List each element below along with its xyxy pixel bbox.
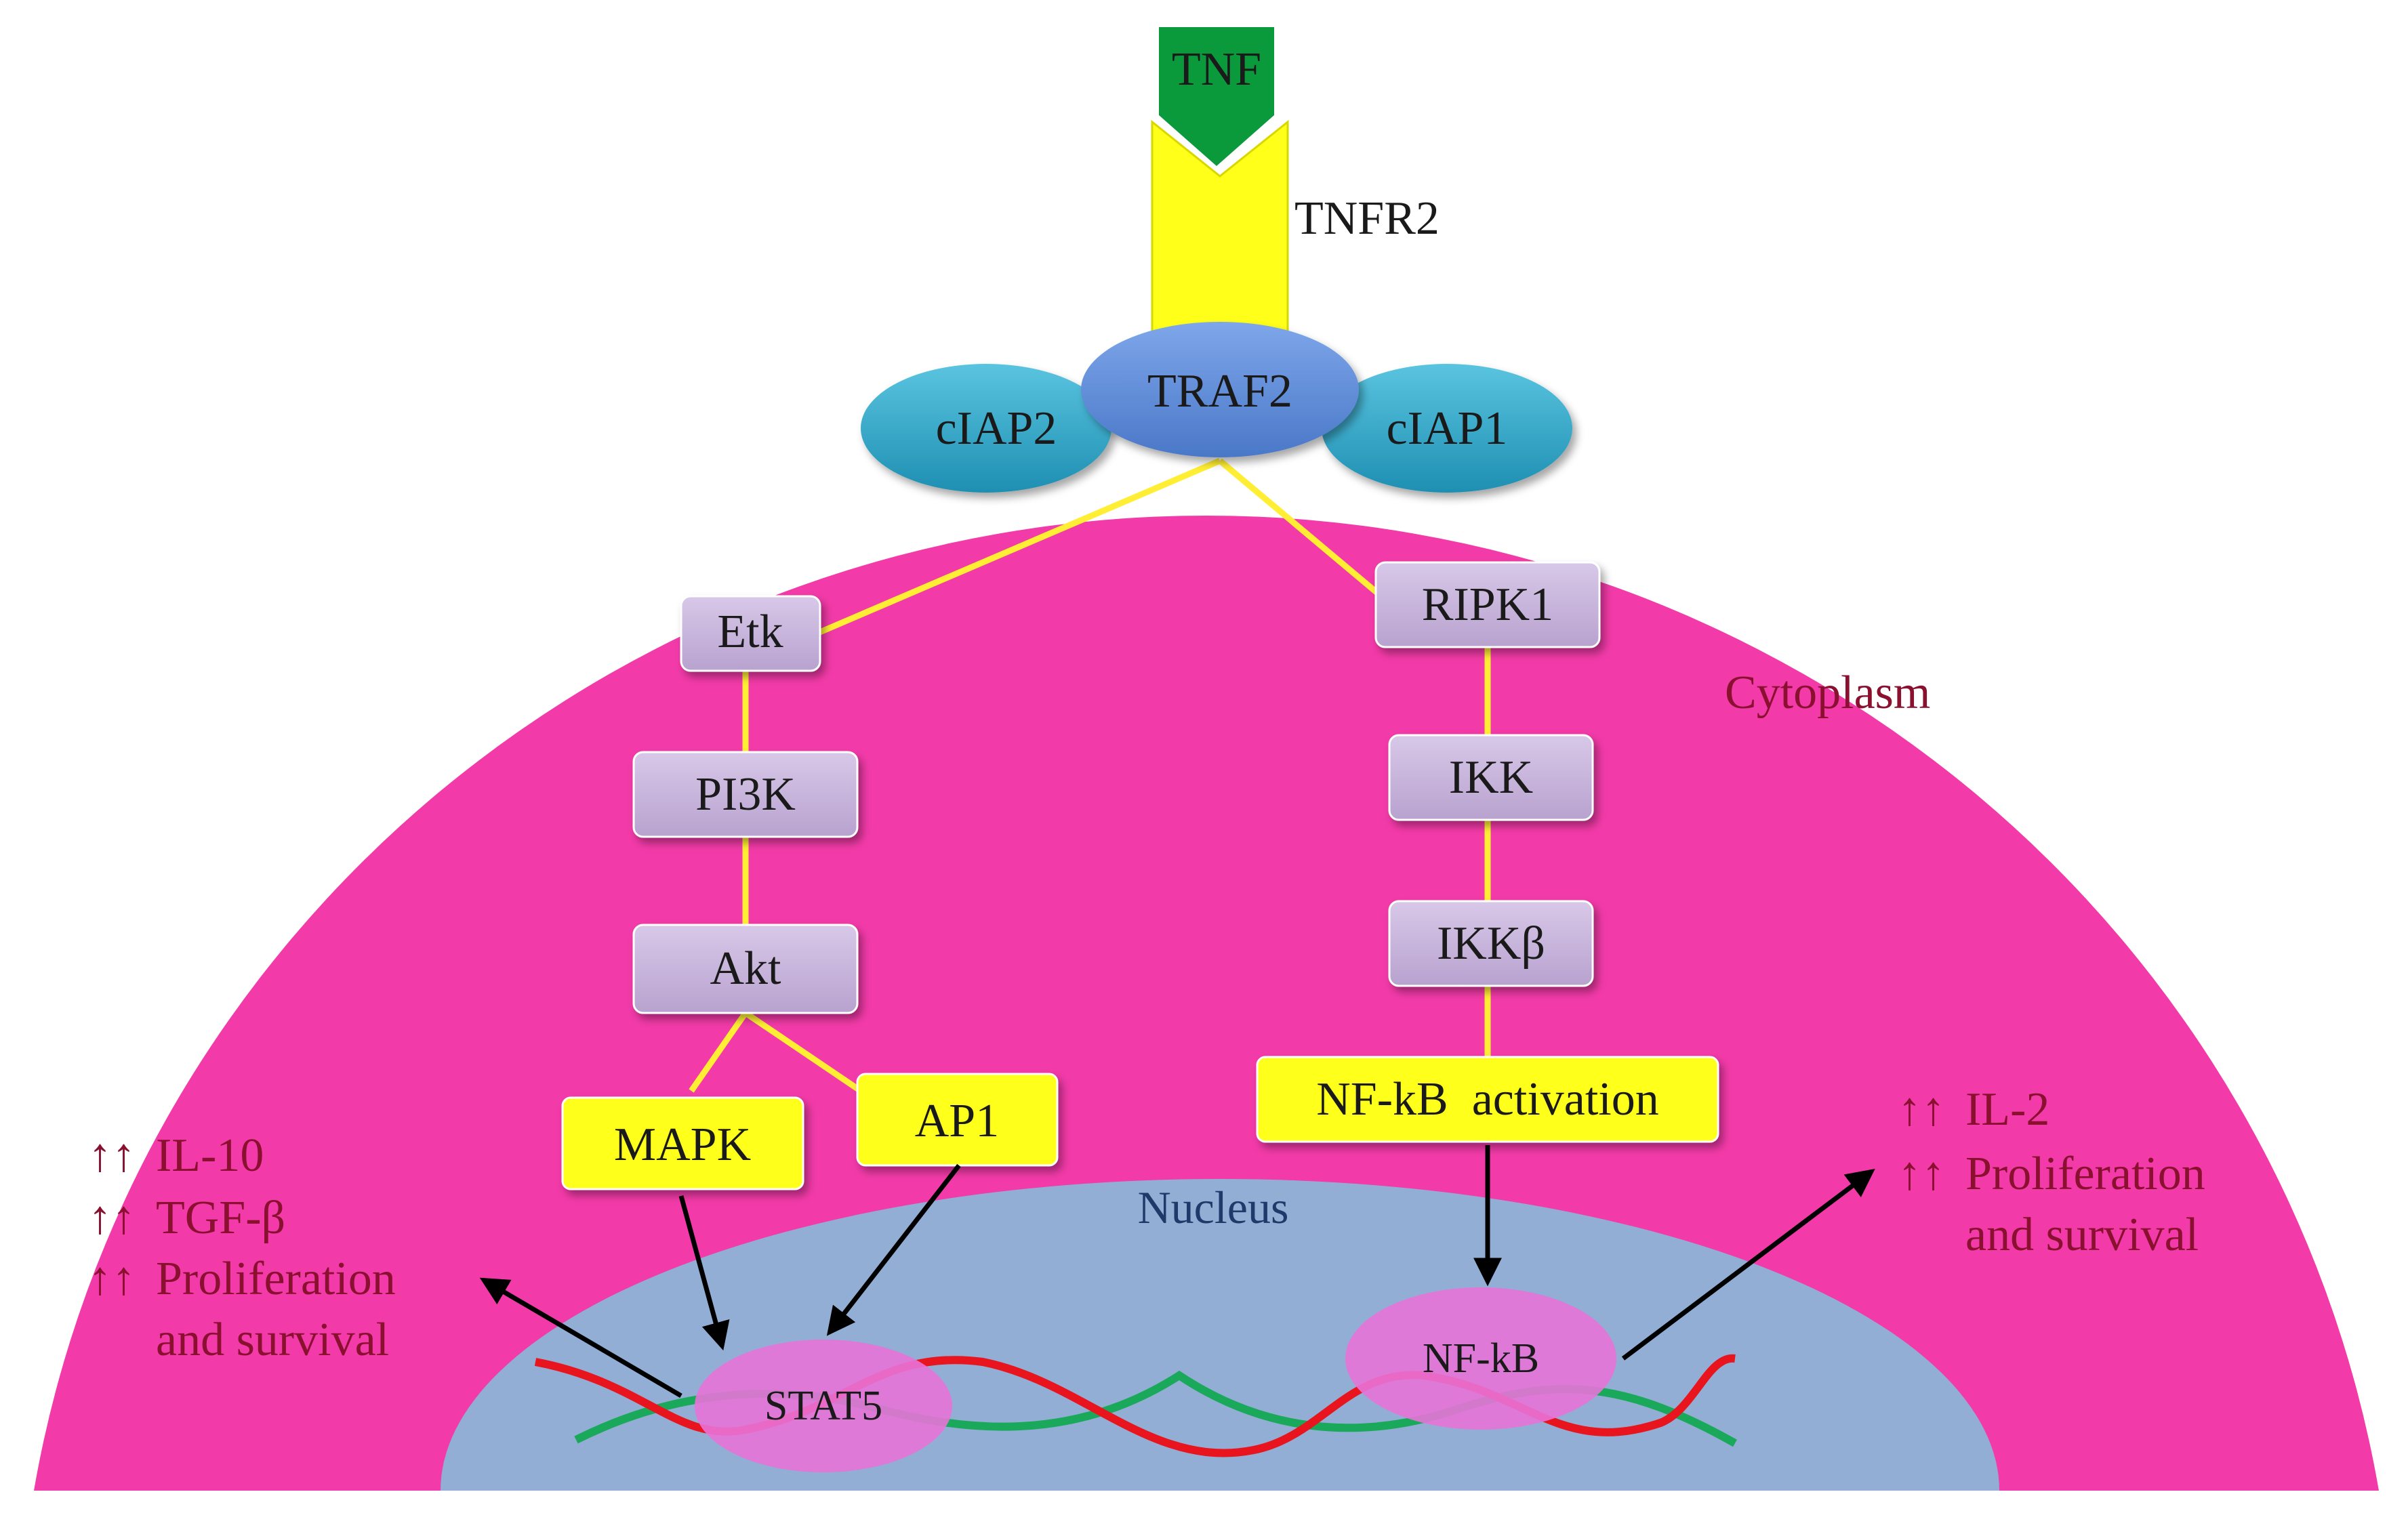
right-arrows-il2: ↑↑ [1898,1083,1945,1136]
left-arrows-tgfb: ↑↑ [88,1192,136,1244]
pi3k-box [632,751,859,838]
ap1-label: AP1 [915,1095,999,1147]
ciap2-oval [861,364,1111,493]
tnfr2-label: TNFR2 [1294,192,1440,245]
etk-label: Etk [717,606,783,658]
ikk-label: IKK [1449,751,1533,804]
left-arrows-il10: ↑↑ [88,1129,136,1182]
etk-box [680,595,821,672]
nucleus-label: Nucleus [1138,1182,1289,1233]
black-arrows [479,1145,1875,1398]
left-tgfb: TGF-β [156,1192,285,1244]
cytoplasm-label: Cytoplasm [1725,667,1930,719]
nfkb-activation-label: NF-kB activation [1316,1073,1658,1125]
left-survival: and survival [156,1314,389,1366]
ciap1-oval [1322,364,1572,493]
ikk-box [1388,734,1594,821]
left-outcomes: ↑↑ IL-10 ↑↑ TGF-β ↑↑ Proliferation and s… [88,1129,396,1366]
akt-box [632,924,859,1014]
tnf-ligand [1159,27,1274,166]
ciap1-label: cIAP1 [1387,402,1508,455]
mapk-label: MAPK [614,1119,751,1171]
akt-label: Akt [710,942,782,995]
stat5-label: STAT5 [764,1383,882,1429]
ripk1-box [1374,561,1601,648]
cytoplasm-region [34,515,2379,1491]
connector-lines [689,457,1491,1094]
stat5-ellipse [695,1340,952,1472]
traf2-label: TRAF2 [1147,365,1292,417]
nfkb-label: NF-kB [1423,1335,1539,1382]
mapk-box [561,1096,804,1190]
left-il10: IL-10 [156,1129,264,1182]
ciap2-label: cIAP2 [936,402,1057,455]
right-il2: IL-2 [1965,1083,2049,1136]
bottom-band [0,1491,2408,1513]
pi3k-label: PI3K [695,768,796,821]
nfkb-ellipse [1345,1287,1616,1430]
ripk1-label: RIPK1 [1422,579,1553,631]
tnfr2-receptor [1151,119,1289,340]
traf2-oval [1081,322,1359,457]
left-arrows-proliferation: ↑↑ [88,1253,136,1305]
left-proliferation: Proliferation [156,1253,396,1305]
right-outcomes: ↑↑ IL-2 ↑↑ Proliferation and survival [1898,1083,2205,1261]
ikkb-label: IKKβ [1437,917,1545,970]
nfkb-activation-box [1256,1056,1719,1143]
ikkb-box [1388,900,1594,987]
right-arrows-proliferation: ↑↑ [1898,1148,1945,1200]
tnf-label: TNF [1172,43,1261,96]
right-survival: and survival [1965,1209,2199,1261]
right-proliferation: Proliferation [1965,1148,2205,1200]
